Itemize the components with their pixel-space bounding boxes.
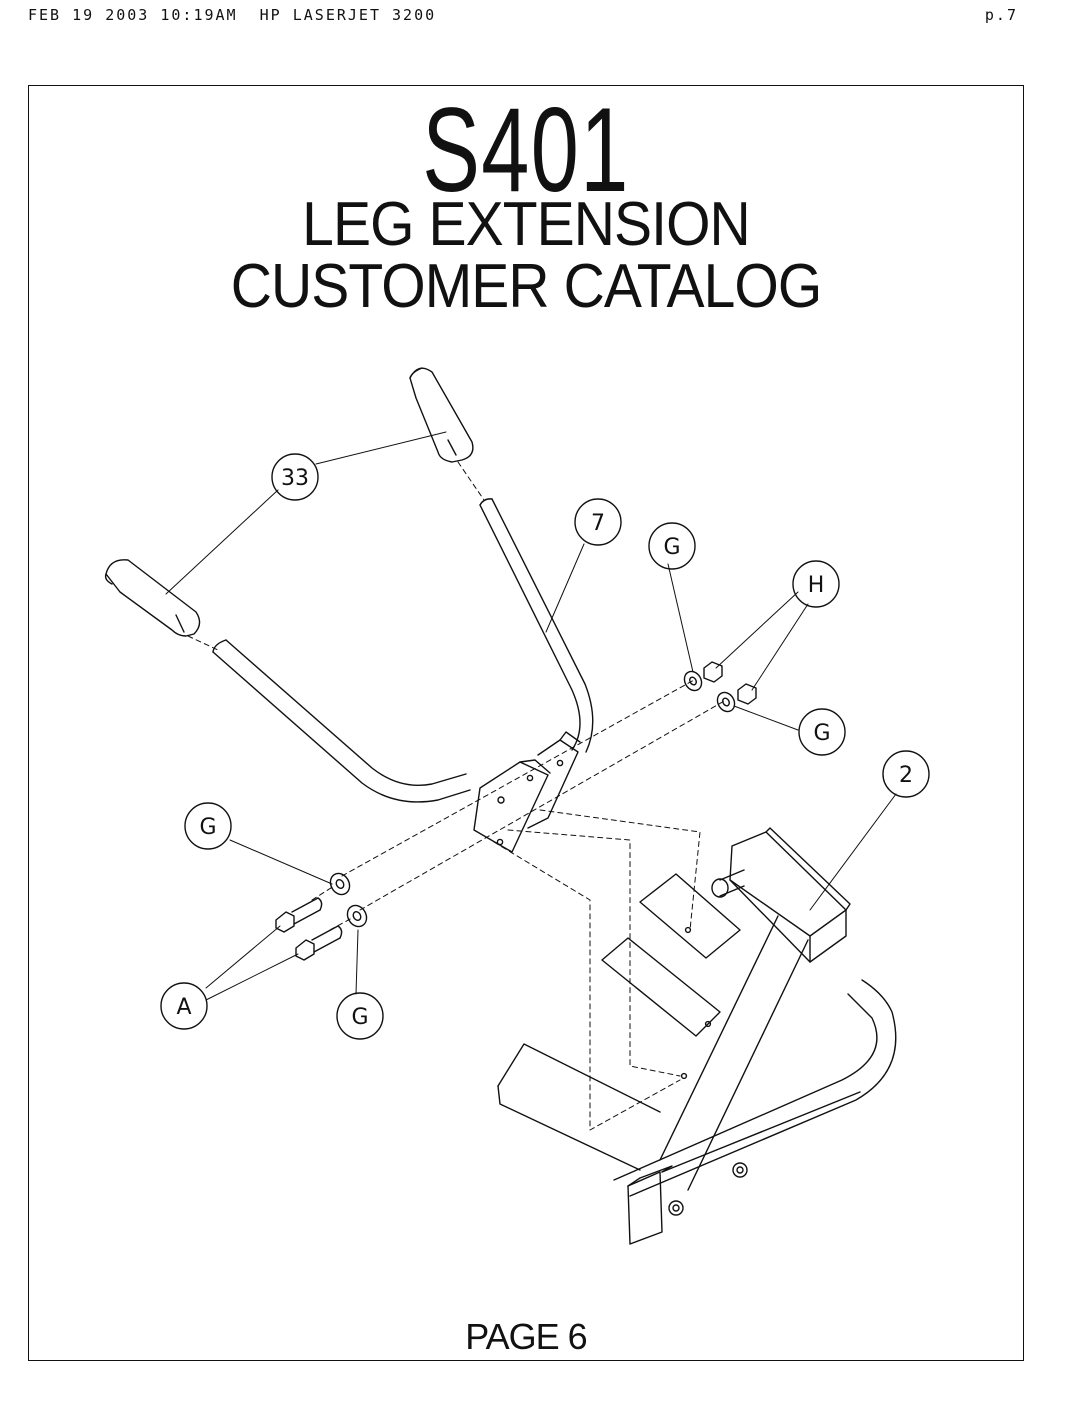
callout-label-H: H bbox=[808, 573, 825, 598]
callout-circle-G-left bbox=[184, 802, 232, 850]
callout-circle-7 bbox=[574, 498, 622, 546]
callout-label-33: 33 bbox=[281, 466, 309, 491]
page-label: PAGE 6 bbox=[465, 1316, 587, 1357]
title-line-2: CUSTOMER CATALOG bbox=[230, 252, 823, 321]
leader-lines bbox=[165, 431, 897, 1001]
catalog-page-frame: S401 LEG EXTENSION CUSTOMER CATALOG PAGE… bbox=[28, 85, 1024, 1361]
callout-label-G-bottom: G bbox=[351, 1005, 368, 1030]
grip-part-33 bbox=[104, 367, 474, 637]
fax-page-number: p.7 bbox=[984, 6, 1018, 24]
handle-bar-part-7 bbox=[212, 498, 594, 853]
callout-label-2: 2 bbox=[899, 763, 913, 788]
title-line-1: LEG EXTENSION bbox=[302, 190, 751, 259]
model-number: S401 bbox=[422, 83, 630, 217]
fax-timestamp-line: FEB 19 2003 10:19AM HP LASERJET 3200 bbox=[28, 6, 437, 24]
callout-label-7: 7 bbox=[591, 511, 605, 536]
callout-label-A: A bbox=[176, 995, 191, 1020]
callout-labels: 33 7 G H G 2 G A G bbox=[176, 466, 913, 1030]
fax-header: FEB 19 2003 10:19AM HP LASERJET 3200 p.7 bbox=[28, 6, 1018, 28]
callout-circle-2 bbox=[882, 750, 930, 798]
callout-circle-G-top bbox=[648, 522, 696, 570]
callout-label-G-left: G bbox=[199, 815, 216, 840]
callout-label-G-top: G bbox=[663, 535, 680, 560]
callout-circle-G-right bbox=[798, 708, 846, 756]
callout-circle-33 bbox=[271, 453, 319, 501]
frame-part-2 bbox=[497, 827, 897, 1245]
callout-circle-G-bottom bbox=[336, 992, 384, 1040]
callout-circle-H bbox=[792, 560, 840, 608]
callout-label-G-right: G bbox=[813, 721, 830, 746]
callouts bbox=[160, 453, 930, 1040]
hardware bbox=[275, 661, 757, 961]
assembly-guide-lines bbox=[187, 461, 727, 1131]
callout-circle-A bbox=[160, 982, 208, 1030]
